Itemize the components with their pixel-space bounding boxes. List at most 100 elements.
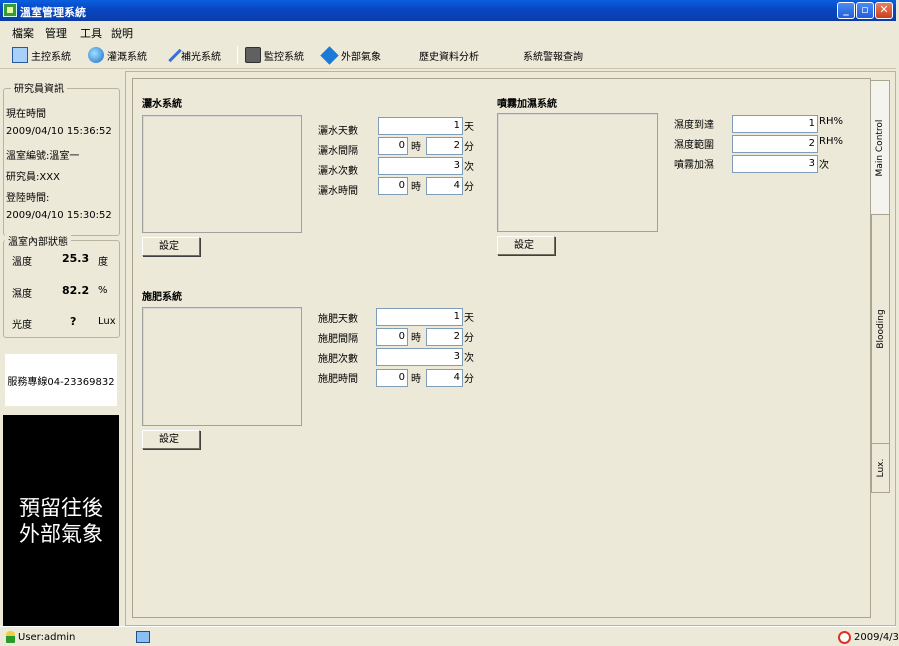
menu-help[interactable]: 說明 [111, 27, 133, 40]
alerts-label: 系統警報查詢 [523, 51, 583, 63]
weather-placeholder-line1: 預留往後 [19, 495, 103, 520]
light-value: ? [70, 315, 77, 328]
fert-interval-hours-input[interactable]: 0 [376, 328, 408, 346]
fert-time-hours-unit: 時 [411, 374, 421, 385]
mist-target-input[interactable]: 1 [732, 115, 818, 133]
water-time-minutes-unit: 分 [464, 182, 474, 193]
watering-list[interactable] [142, 115, 302, 233]
now-label: 現在時間 [6, 109, 46, 120]
tab-main-control[interactable]: Main Control [871, 80, 890, 215]
close-button[interactable]: ✕ [875, 2, 893, 19]
mist-title: 噴霧加濕系統 [497, 99, 557, 110]
mist-set-button[interactable]: 設定 [497, 236, 555, 255]
info-diamond-icon [320, 45, 339, 65]
monitor-icon [12, 47, 28, 63]
fert-days-unit: 天 [464, 313, 474, 324]
now-value: 2009/04/10 15:36:52 [6, 126, 112, 137]
close-icon: ✕ [879, 3, 889, 16]
fert-interval-hours-unit: 時 [411, 333, 421, 344]
mist-times-input[interactable]: 3 [732, 155, 818, 173]
humid-unit: % [98, 285, 108, 296]
weather-placeholder: 預留往後 外部氣象 [3, 415, 119, 626]
mist-times-label: 噴霧加濕 [674, 160, 714, 171]
water-days-label: 灑水天數 [318, 126, 358, 137]
history-button[interactable]: 歷史資料分析 [419, 45, 479, 65]
mist-range-input[interactable]: 2 [732, 135, 818, 153]
fert-time-minutes-input[interactable]: 4 [426, 369, 463, 387]
toolbar: 主控系統 灌溉系統 補光系統 監控系統 外部氣象 歷史資料分析 系統警報查詢 [0, 41, 896, 69]
status-legend: 溫室內部狀態 [5, 233, 71, 248]
weather-label: 外部氣象 [341, 51, 381, 63]
service-text: 服務專線04-23369832 [7, 376, 115, 388]
fert-count-unit: 次 [464, 353, 474, 364]
lighting-button[interactable]: 補光系統 [162, 45, 221, 65]
tab-lux[interactable]: Lux. [871, 443, 890, 493]
irrigation-label: 灌溉系統 [107, 51, 147, 63]
tab-blooding-label: Blooding [875, 309, 886, 349]
status-bar: User:admin 2009/4/3 [0, 626, 899, 646]
mist-list[interactable] [497, 113, 658, 232]
water-count-label: 灑水次數 [318, 166, 358, 177]
temp-value: 25.3 [62, 252, 90, 265]
fert-interval-minutes-unit: 分 [464, 333, 474, 344]
water-time-minutes-input[interactable]: 4 [426, 177, 463, 195]
title-bar[interactable]: 溫室管理系統 _ ▫ ✕ [0, 0, 896, 21]
app-icon [3, 3, 17, 17]
status-user: User:admin [6, 631, 75, 643]
fertilizer-list[interactable] [142, 307, 302, 426]
water-days-input[interactable]: 1 [378, 117, 463, 135]
mist-target-unit: RH% [819, 116, 843, 127]
login-value: 2009/04/10 15:30:52 [6, 210, 112, 221]
fertilizer-set-button[interactable]: 設定 [142, 430, 200, 449]
maximize-icon: ▫ [861, 3, 869, 16]
water-interval-label: 灑水間隔 [318, 146, 358, 157]
status-date-text: 2009/4/3 [854, 632, 899, 643]
watering-set-button[interactable]: 設定 [142, 237, 200, 256]
fert-interval-minutes-input[interactable]: 2 [426, 328, 463, 346]
menu-bar: 檔案 管理 工具 說明 [0, 21, 896, 41]
fert-time-label: 施肥時間 [318, 374, 358, 385]
irrigation-button[interactable]: 灌溉系統 [88, 45, 147, 65]
weather-button[interactable]: 外部氣象 [320, 45, 381, 65]
water-time-hours-input[interactable]: 0 [378, 177, 408, 195]
maximize-button[interactable]: ▫ [856, 2, 874, 19]
mist-target-label: 濕度到達 [674, 120, 714, 131]
humid-value: 82.2 [62, 284, 90, 297]
monitoring-button[interactable]: 監控系統 [245, 45, 304, 65]
water-count-unit: 次 [464, 162, 474, 173]
water-interval-hours-input[interactable]: 0 [378, 137, 408, 155]
service-hotline: 服務專線04-23369832 [5, 354, 117, 406]
tab-lux-label: Lux. [875, 458, 886, 478]
water-interval-minutes-unit: 分 [464, 142, 474, 153]
water-days-unit: 天 [464, 122, 474, 133]
alerts-button[interactable]: 系統警報查詢 [523, 45, 583, 65]
alarm-clock-icon [838, 631, 851, 644]
fert-days-input[interactable]: 1 [376, 308, 463, 326]
minimize-button[interactable]: _ [837, 2, 855, 19]
menu-tools[interactable]: 工具 [80, 27, 102, 40]
main-control-button[interactable]: 主控系統 [12, 45, 71, 65]
mist-range-label: 濕度範圍 [674, 140, 714, 151]
fert-time-hours-input[interactable]: 0 [376, 369, 408, 387]
light-unit: Lux [98, 316, 116, 327]
water-count-input[interactable]: 3 [378, 157, 463, 175]
menu-manage[interactable]: 管理 [45, 27, 67, 40]
temp-label: 溫度 [12, 257, 32, 268]
status-date: 2009/4/3 [838, 631, 899, 644]
researcher-legend: 研究員資訊 [11, 80, 67, 95]
temp-unit: 度 [98, 257, 108, 268]
tab-blooding[interactable]: Blooding [871, 214, 890, 444]
fert-time-minutes-unit: 分 [464, 374, 474, 385]
mist-times-unit: 次 [819, 160, 829, 171]
water-interval-minutes-input[interactable]: 2 [426, 137, 463, 155]
water-time-hours-unit: 時 [411, 182, 421, 193]
watering-title: 灑水系統 [142, 99, 182, 110]
fert-count-input[interactable]: 3 [376, 348, 463, 366]
lighting-label: 補光系統 [181, 51, 221, 63]
menu-file[interactable]: 檔案 [12, 27, 34, 40]
fert-interval-label: 施肥間隔 [318, 334, 358, 345]
fertilizer-title: 施肥系統 [142, 292, 182, 303]
greenhouse-id: 溫室編號:溫室一 [6, 151, 80, 162]
mist-range-unit: RH% [819, 136, 843, 147]
monitoring-label: 監控系統 [264, 51, 304, 63]
